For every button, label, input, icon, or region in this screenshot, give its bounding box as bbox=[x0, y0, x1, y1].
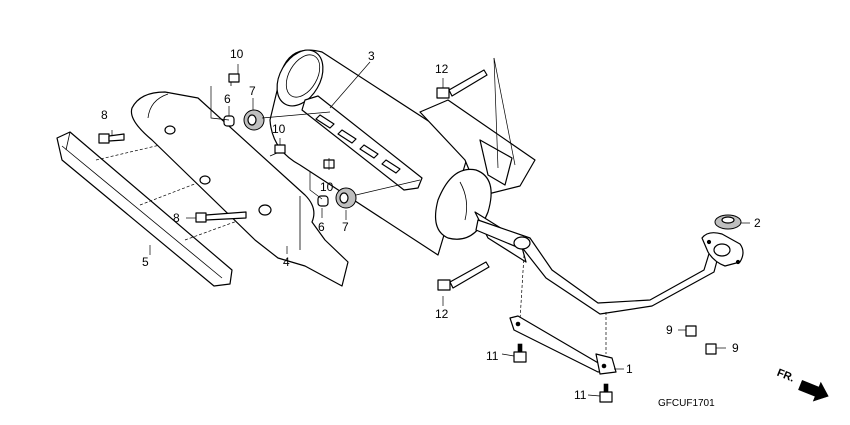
rubber-grommet-upper[interactable] bbox=[243, 109, 265, 131]
part-label-4: 4 bbox=[283, 255, 290, 269]
part-label-12-upper: 12 bbox=[435, 62, 449, 76]
front-arrow-icon bbox=[798, 379, 829, 402]
exhaust-pipe[interactable] bbox=[475, 219, 723, 315]
muffler-side-cover[interactable] bbox=[56, 131, 233, 287]
rubber-grommet-lower[interactable] bbox=[335, 187, 357, 209]
collar-lower[interactable] bbox=[317, 195, 329, 207]
muffler-stay[interactable] bbox=[509, 315, 617, 375]
front-direction-indicator: FR. bbox=[775, 367, 829, 402]
part-label-9-left: 9 bbox=[666, 323, 673, 337]
part-label-6-lower: 6 bbox=[318, 220, 325, 234]
flange-bolt-stay-right[interactable] bbox=[599, 383, 613, 403]
collar-upper[interactable] bbox=[223, 115, 235, 127]
side-cover-dashed-guides bbox=[95, 144, 263, 241]
diagram-code: GFCUF1701 bbox=[658, 398, 715, 409]
nut-right[interactable] bbox=[705, 343, 717, 355]
front-direction-label: FR. bbox=[775, 367, 796, 385]
bolt-upper[interactable] bbox=[98, 133, 125, 144]
exhaust-flange bbox=[701, 232, 744, 267]
part-label-5: 5 bbox=[142, 255, 149, 269]
part-label-7-lower: 7 bbox=[342, 220, 349, 234]
part-label-2: 2 bbox=[754, 216, 761, 230]
part-label-7-upper: 7 bbox=[249, 84, 256, 98]
bolt-lower[interactable] bbox=[195, 211, 247, 223]
part-label-10-right: 10 bbox=[320, 180, 334, 194]
part-label-12-lower: 12 bbox=[435, 307, 449, 321]
screw-middle[interactable] bbox=[269, 144, 286, 157]
part-label-10-middle: 10 bbox=[272, 122, 286, 136]
part-label-11-right: 11 bbox=[574, 388, 587, 402]
part-label-6-upper: 6 bbox=[224, 92, 231, 106]
flange-bolt-lower[interactable] bbox=[437, 261, 490, 291]
flange-bolt-stay-left[interactable] bbox=[513, 343, 527, 363]
part-label-1: 1 bbox=[626, 362, 633, 376]
muffler-protector[interactable] bbox=[130, 91, 349, 287]
part-label-8-upper: 8 bbox=[101, 108, 108, 122]
muffler[interactable] bbox=[268, 42, 536, 263]
exhaust-pipe-gasket[interactable] bbox=[714, 214, 742, 230]
part-label-11-left: 11 bbox=[486, 349, 499, 363]
part-label-3: 3 bbox=[368, 49, 375, 63]
part-label-10-top: 10 bbox=[230, 47, 244, 61]
nut-left[interactable] bbox=[685, 325, 697, 337]
part-label-8-lower: 8 bbox=[173, 211, 180, 225]
screw-top[interactable] bbox=[228, 73, 240, 86]
part-label-9-right: 9 bbox=[732, 341, 739, 355]
leader-lines bbox=[111, 57, 750, 397]
